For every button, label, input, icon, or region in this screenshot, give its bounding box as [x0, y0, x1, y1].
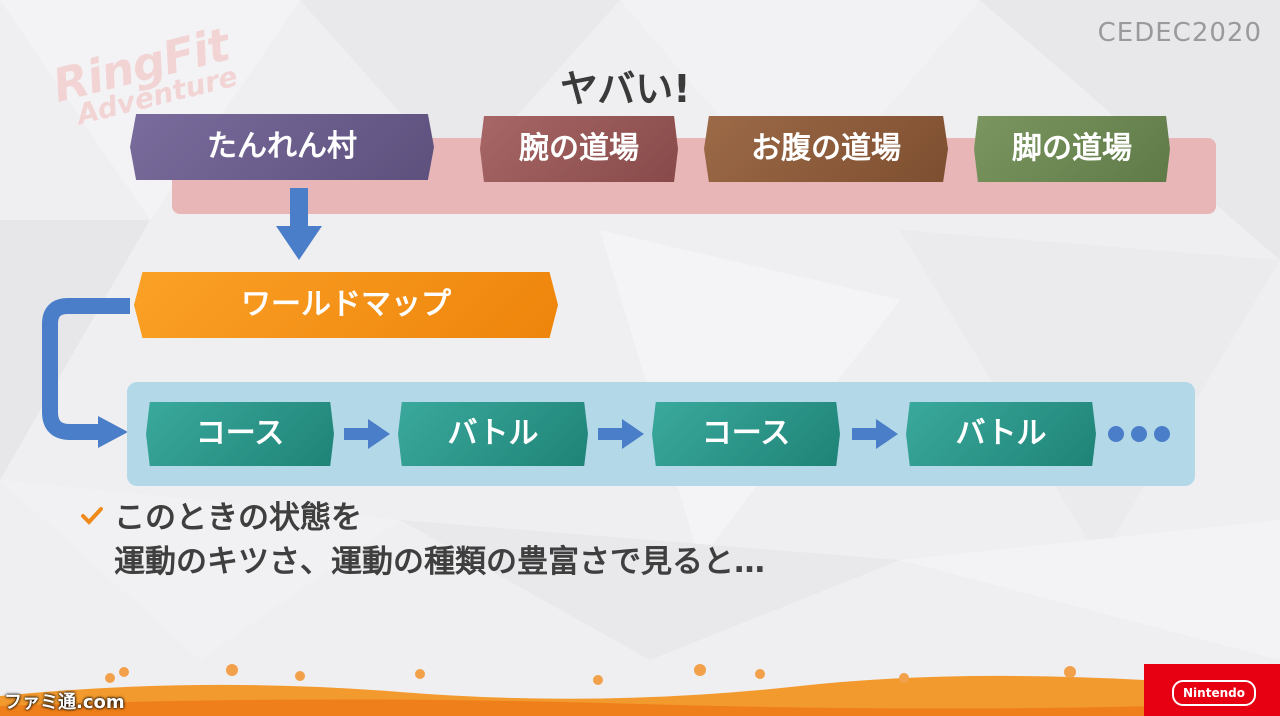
- leg-dojo-tag: 脚の道場: [974, 116, 1170, 182]
- course-tag-1: コース: [146, 402, 334, 466]
- course-tag-2: コース: [652, 402, 840, 466]
- ground-decoration: [0, 664, 1280, 716]
- loop-arrow-icon: [42, 298, 130, 448]
- slide-title: ヤバい!: [560, 67, 691, 111]
- arrow-right-icon: [344, 419, 390, 449]
- world-map-tag: ワールドマップ: [134, 272, 558, 338]
- arrow-right-icon: [852, 419, 898, 449]
- bullet-text: このときの状態を 運動のキツさ、運動の種類の豊富さで見ると…: [80, 496, 765, 584]
- bullet-line1: このときの状態を: [114, 500, 362, 536]
- event-logo: CEDEC2020: [1097, 18, 1262, 48]
- arm-dojo-tag: 腕の道場: [480, 116, 678, 182]
- bullet-line2: 運動のキツさ、運動の種類の豊富さで見ると…: [114, 544, 765, 580]
- watermark: ファミ通.com: [4, 692, 125, 713]
- village-tag: たんれん村: [130, 114, 434, 180]
- arrow-right-icon: [598, 419, 644, 449]
- battle-tag-1: バトル: [398, 402, 588, 466]
- checkmark-icon: [81, 507, 103, 525]
- battle-tag-2: バトル: [906, 402, 1096, 466]
- nintendo-logo: Nintendo: [1144, 664, 1280, 716]
- belly-dojo-tag: お腹の道場: [704, 116, 948, 182]
- down-arrow-icon: [276, 188, 322, 260]
- ellipsis-icon: [1108, 426, 1170, 442]
- nintendo-label: Nintendo: [1172, 680, 1256, 706]
